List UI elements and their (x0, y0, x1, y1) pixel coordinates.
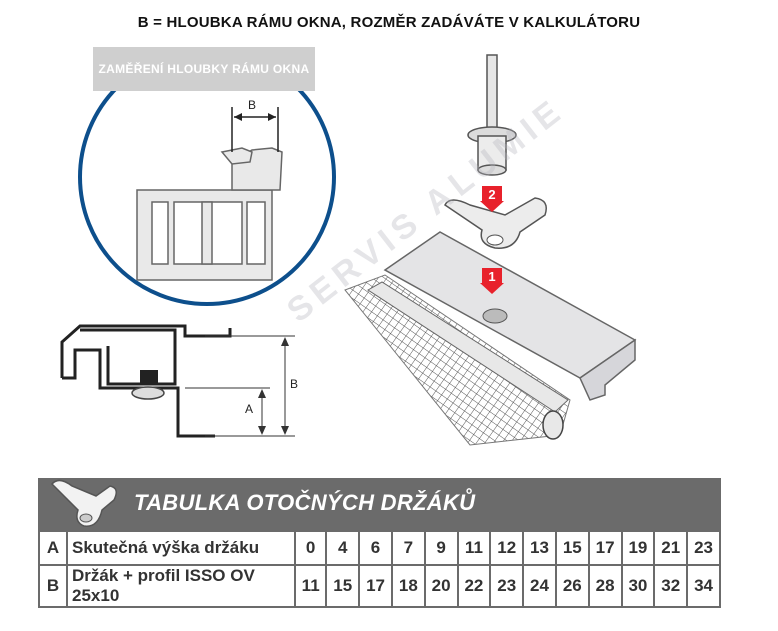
table-cell: 23 (686, 530, 721, 566)
table-cell: 6 (358, 530, 393, 566)
swivel-bracket-icon (444, 197, 547, 249)
row-label: B (38, 564, 68, 608)
table-cell: 17 (358, 564, 393, 608)
row-description: Držák + profil ISSO OV 25x10 (66, 564, 296, 608)
swivel-bracket-icon (50, 479, 117, 527)
page-heading: B = HLOUBKA RÁMU OKNA, ROZMĚR ZADÁVÁTE V… (137, 14, 641, 31)
arrow-1-icon: 1 (480, 268, 504, 294)
table-cell: 17 (587, 530, 623, 566)
table-cell: 28 (587, 564, 623, 608)
table-cell: 19 (620, 530, 656, 566)
table-cell: 11 (456, 530, 492, 566)
row-label: A (38, 530, 68, 566)
table-cell: 32 (653, 564, 689, 608)
table-cell: 4 (325, 530, 361, 566)
side-profile-fastener (140, 370, 158, 384)
table-cell: 9 (423, 530, 459, 566)
svg-text:2: 2 (488, 187, 495, 202)
table-cell: 26 (554, 564, 590, 608)
table-cell: 24 (522, 564, 557, 608)
table-cell: 30 (620, 564, 656, 608)
table-cell: 7 (390, 530, 426, 566)
table-cell: 21 (653, 530, 689, 566)
table-cell: 15 (325, 564, 361, 608)
table-cell: 12 (489, 530, 525, 566)
window-frame-profile-drawing: B (136, 98, 283, 281)
side-dimension-b-label: B (290, 377, 298, 391)
insect-screen-mesh (344, 274, 571, 446)
table-cell: 23 (489, 564, 525, 608)
side-dimension-a-label: A (245, 402, 253, 416)
arrow-2-icon: 2 (480, 186, 504, 212)
row-description: Skutečná výška držáku (66, 530, 296, 566)
frame-depth-detail-circle: B (78, 48, 336, 306)
table-title: TABULKA OTOČNÝCH DRŽÁKŮ (134, 490, 476, 515)
table-cell: 20 (423, 564, 459, 608)
table-header: TABULKA OTOČNÝCH DRŽÁKŮ (38, 478, 721, 530)
table-cell: 34 (686, 564, 721, 608)
table-cell: 0 (293, 530, 328, 566)
table-cell: 18 (390, 564, 426, 608)
frame-depth-caption: ZAMĚŘENÍ HLOUBKY RÁMU OKNA (93, 47, 315, 91)
table-cell: 11 (293, 564, 328, 608)
aluminium-profile-rail (383, 231, 637, 401)
circle-dimension-b-label: B (248, 98, 256, 112)
table-cell: 13 (522, 530, 557, 566)
table-cell: 22 (456, 564, 492, 608)
table-cell: 15 (554, 530, 590, 566)
svg-text:1: 1 (488, 269, 495, 284)
assembly-illustration: 2 1 B A (60, 54, 637, 446)
rivet-icon (467, 54, 517, 176)
